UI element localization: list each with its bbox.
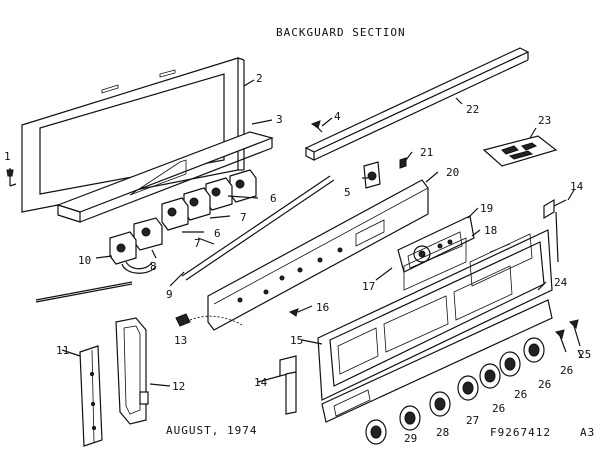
part-5-clip: [363, 161, 381, 189]
callout-27: 27: [466, 414, 479, 427]
callout-26-d: 26: [492, 402, 505, 415]
callout-18: 18: [484, 224, 497, 237]
part-16-screw: [288, 308, 299, 317]
part-1-screw: [6, 168, 17, 187]
callout-4: 4: [334, 110, 341, 123]
footer-page: A3: [580, 426, 595, 439]
part-12-end-cap: [115, 317, 149, 425]
part-14-bracket-left: [279, 355, 297, 415]
switch-part-8: [133, 217, 163, 251]
diagram-title: BACKGUARD SECTION: [276, 26, 406, 39]
footer-date: AUGUST, 1974: [166, 424, 257, 437]
knob-part-26-d: [457, 375, 479, 401]
knob-part-26-a: [523, 337, 545, 363]
callout-19: 19: [480, 202, 493, 215]
callout-23: 23: [538, 114, 551, 127]
callout-14-right: 14: [570, 180, 584, 193]
knob-part-29: [365, 419, 387, 445]
callout-14-left: 14: [254, 376, 268, 389]
callout-7-upper: 7: [240, 211, 247, 224]
callout-labels: 1 2 3 4 5 6 6 7 7 8 9 10 11 12 13 14 14 …: [4, 72, 591, 445]
callout-3: 3: [276, 113, 283, 126]
callout-9: 9: [166, 288, 173, 301]
switch-part-10: [109, 231, 157, 274]
callout-26-c: 26: [514, 388, 527, 401]
part-rod: [181, 175, 335, 281]
callout-28: 28: [436, 426, 449, 439]
callout-26-b: 26: [538, 378, 551, 391]
callout-6-lower: 6: [214, 227, 221, 240]
callout-22: 22: [466, 103, 479, 116]
callout-25: 25: [578, 348, 591, 361]
leader-lines: [61, 79, 583, 387]
knob-part-26-b: [499, 351, 521, 377]
callout-17: 17: [362, 280, 375, 293]
part-14-bracket-right: [543, 198, 567, 263]
callout-16: 16: [316, 301, 329, 314]
callout-26-a: 26: [560, 364, 573, 377]
callout-11: 11: [56, 344, 69, 357]
callout-8: 8: [150, 260, 157, 273]
callout-12: 12: [172, 380, 185, 393]
callout-2: 2: [256, 72, 263, 85]
switch-part-6-lower: [183, 187, 211, 221]
switch-part-7-upper: [205, 177, 233, 211]
part-3-lower-bracket: [56, 131, 274, 223]
part-20-control-panel: [207, 179, 429, 331]
callout-6-upper: 6: [270, 192, 277, 205]
callout-1: 1: [4, 150, 11, 163]
part-23-decal: [482, 135, 558, 167]
callout-15: 15: [290, 334, 303, 347]
callout-21: 21: [420, 146, 433, 159]
part-21-screw: [399, 157, 407, 169]
part-9-probe: [35, 281, 133, 303]
callout-5: 5: [344, 186, 351, 199]
callout-7-lower: 7: [194, 237, 201, 250]
part-4-screw: [310, 120, 323, 133]
footer-code: F9267412: [490, 426, 551, 439]
callout-13: 13: [174, 334, 187, 347]
callout-10: 10: [78, 254, 91, 267]
callout-29: 29: [404, 432, 417, 445]
switch-part-7-lower: [161, 197, 189, 231]
callout-20: 20: [446, 166, 459, 179]
knob-part-27: [429, 391, 451, 417]
part-22-top-trim: [304, 47, 530, 161]
callout-24: 24: [554, 276, 568, 289]
part-19-clock-bezel: [397, 215, 475, 273]
knob-part-26-c: [479, 363, 501, 389]
knob-part-28: [399, 405, 421, 431]
part-25-screws: [555, 319, 581, 353]
part-27-lower-trim: [321, 299, 553, 423]
part-13-lamp: [175, 313, 245, 327]
part-11-side-trim: [79, 345, 103, 447]
